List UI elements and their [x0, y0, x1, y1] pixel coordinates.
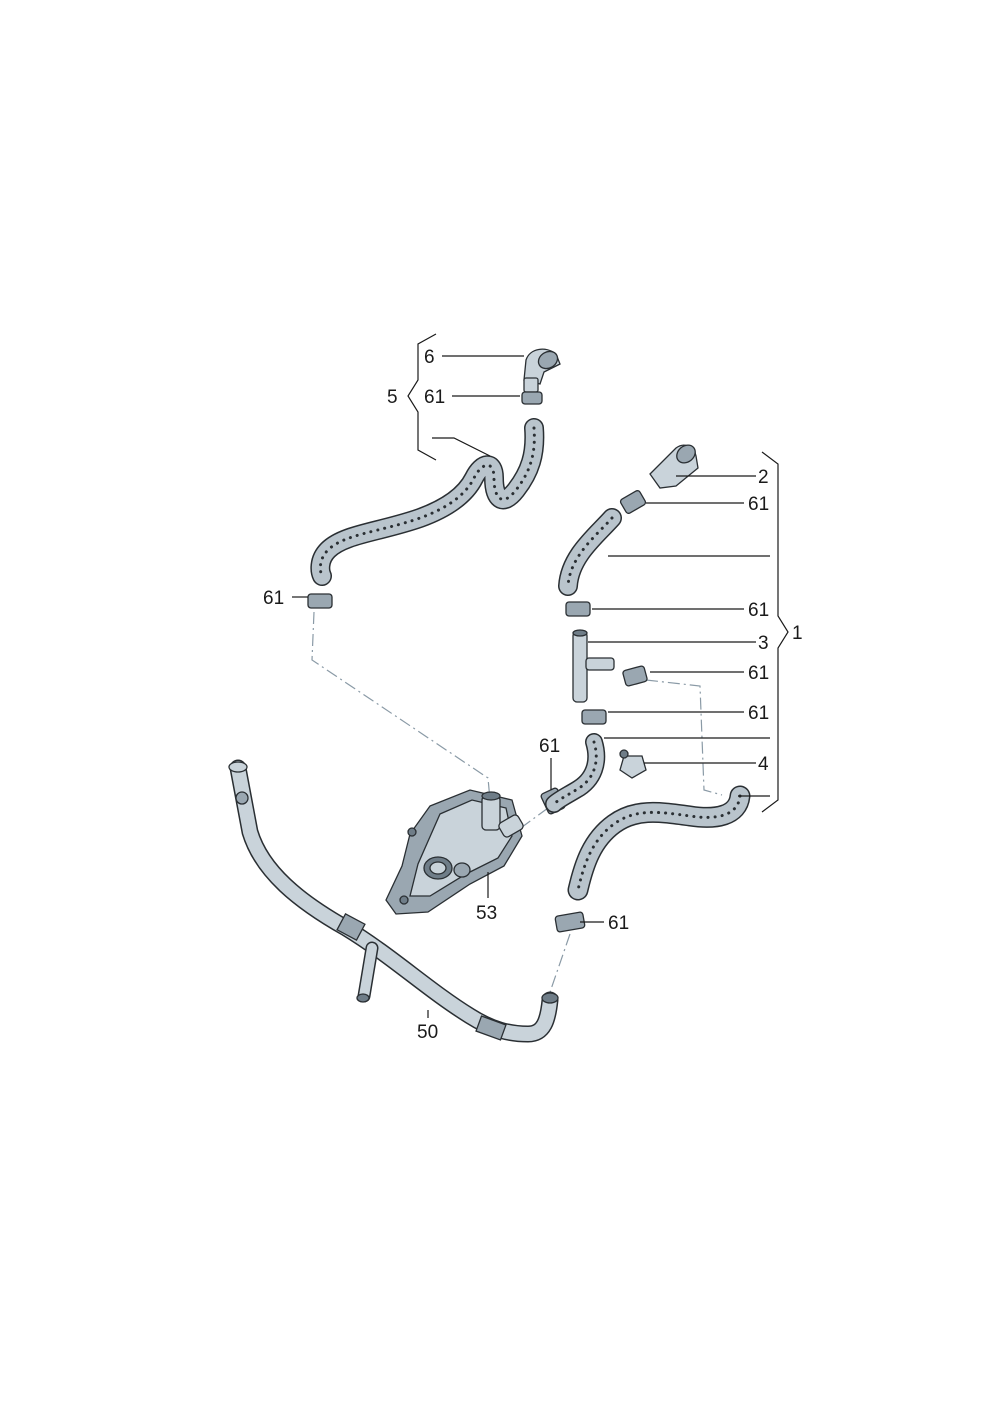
callout-61-b: 61: [748, 600, 769, 621]
leader-lines: [292, 355, 770, 1018]
callout-61-hose5-top: 61: [424, 387, 445, 408]
hose-assembly-5: [307, 348, 561, 609]
callout-6: 6: [424, 347, 435, 368]
coolant-pipe: [228, 759, 559, 1043]
callout-61-c: 61: [748, 663, 769, 684]
thermostat-housing: [385, 789, 524, 915]
callout-53: 53: [476, 903, 497, 924]
assembly-line-left: [311, 611, 491, 801]
callout-61-e: 61: [539, 736, 560, 757]
hose-assembly-1: [540, 444, 751, 933]
callout-4: 4: [758, 754, 769, 775]
callout-61-f: 61: [608, 913, 629, 934]
callout-labels: 6 5 61 61 2 61 61 1 3 61 61 4 61 53 61 5…: [263, 347, 803, 1043]
callout-5: 5: [387, 387, 398, 408]
callout-3: 3: [758, 633, 769, 654]
callout-2: 2: [758, 467, 769, 488]
callout-61-hose5-bottom: 61: [263, 588, 284, 609]
assembly-line-bottom: [547, 933, 571, 999]
brace-assembly-1: [761, 451, 789, 813]
callout-1: 1: [792, 623, 803, 644]
assembly-line-right: [645, 679, 723, 796]
callout-50: 50: [417, 1022, 438, 1043]
callout-61-a: 61: [748, 494, 769, 515]
brace-assembly-5: [407, 333, 437, 461]
callout-61-d: 61: [748, 703, 769, 724]
